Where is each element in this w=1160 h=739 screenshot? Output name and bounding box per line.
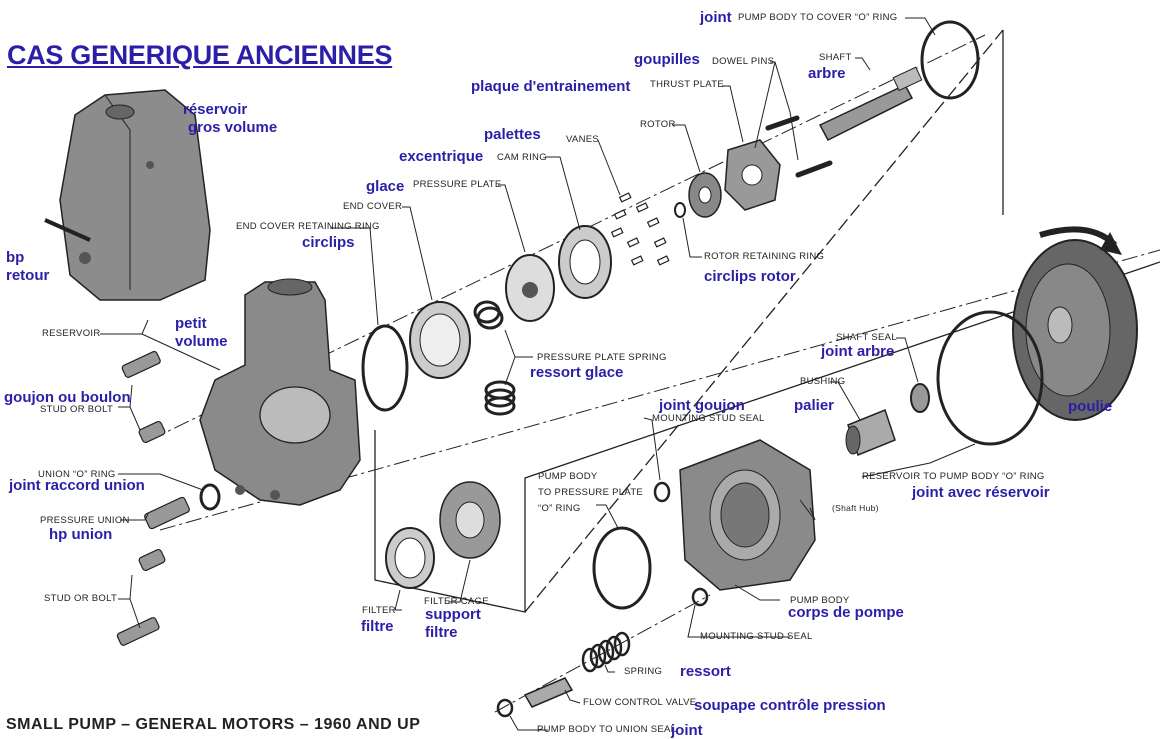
fr-joint-top: joint bbox=[700, 9, 732, 26]
figure-caption: SMALL PUMP – GENERAL MOTORS – 1960 AND U… bbox=[6, 716, 421, 733]
filter bbox=[385, 527, 435, 589]
fr-corps: corps de pompe bbox=[788, 604, 904, 621]
label-thrust-plate: THRUST PLATE bbox=[650, 79, 724, 90]
mounting-stud-seal-1 bbox=[653, 481, 671, 503]
union-o-ring bbox=[199, 483, 221, 511]
mounting-stud-seal-2 bbox=[691, 587, 709, 607]
label-mounting-stud-seal-2: MOUNTING STUD SEAL bbox=[700, 631, 813, 642]
end-cover bbox=[409, 301, 471, 379]
leader-lines bbox=[100, 17, 976, 731]
springs bbox=[473, 300, 516, 416]
fr-joint-reservoir: joint avec réservoir bbox=[912, 484, 1050, 501]
label-pump-body-pp-2: TO PRESSURE PLATE bbox=[538, 487, 644, 498]
fr-joint-raccord: joint raccord union bbox=[9, 477, 145, 494]
label-stud-or-bolt-2: STUD OR BOLT bbox=[44, 593, 118, 604]
fr-support: support bbox=[425, 606, 481, 623]
fr-joint-bottom: joint bbox=[671, 722, 703, 739]
cam-ring bbox=[558, 225, 612, 299]
fr-palettes: palettes bbox=[484, 126, 541, 143]
pulley bbox=[1012, 226, 1138, 421]
pressure-plate-o-ring bbox=[592, 526, 652, 610]
return-pipe bbox=[44, 218, 91, 242]
label-rotor-retaining-ring: ROTOR RETAINING RING bbox=[704, 251, 825, 262]
fr-filtre: filtre bbox=[361, 618, 394, 635]
small-reservoir bbox=[199, 278, 361, 506]
flow-spring bbox=[581, 631, 631, 673]
label-vanes: VANES bbox=[566, 134, 600, 145]
fr-petit: petit bbox=[175, 315, 207, 332]
fr-glace: glace bbox=[366, 178, 405, 195]
label-shaft-hub: (Shaft Hub) bbox=[832, 503, 879, 513]
label-reservoir: RESERVOIR bbox=[42, 328, 101, 339]
bushing bbox=[845, 409, 896, 456]
label-mounting-stud-seal-1: MOUNTING STUD SEAL bbox=[652, 413, 765, 424]
label-pressure-plate-spring: PRESSURE PLATE SPRING bbox=[537, 352, 667, 363]
fr-reservoir-2: gros volume bbox=[188, 119, 278, 136]
label-cover-o-ring: PUMP BODY TO COVER “O” RING bbox=[738, 12, 898, 23]
label-union-o-ring: UNION “O” RING bbox=[38, 469, 116, 480]
fr-reservoir-1: réservoir bbox=[183, 101, 248, 118]
fr-ressort-glace: ressort glace bbox=[530, 364, 624, 381]
rotor bbox=[688, 172, 722, 218]
filter-cage bbox=[439, 481, 501, 559]
pressure-plate bbox=[505, 254, 555, 322]
fr-excentrique: excentrique bbox=[399, 148, 484, 165]
label-end-cover: END COVER bbox=[343, 201, 403, 212]
label-dowel-pins: DOWEL PINS bbox=[712, 56, 775, 67]
label-filter: FILTER bbox=[362, 605, 396, 616]
dowel-pins bbox=[765, 115, 833, 178]
rotor-retaining-ring bbox=[674, 202, 686, 218]
union-seal bbox=[496, 698, 514, 718]
fr-plaque: plaque d'entrainement bbox=[471, 78, 631, 95]
fr-joint-goujon: joint goujon bbox=[659, 397, 745, 414]
thrust-plate bbox=[724, 139, 781, 211]
label-rotor: ROTOR bbox=[640, 119, 676, 130]
label-reservoir-to-pump-body-o-ring: RESERVOIR TO PUMP BODY “O” RING bbox=[862, 471, 1045, 482]
fr-retour: retour bbox=[6, 267, 50, 284]
fr-soupape: soupape contrôle pression bbox=[694, 697, 886, 714]
end-cover-retaining-ring bbox=[361, 324, 409, 412]
frame-lines bbox=[374, 29, 1160, 613]
label-pump-body-pp-3: “O” RING bbox=[538, 503, 581, 514]
vanes bbox=[610, 192, 670, 266]
label-pump-body-to-union-seal: PUMP BODY TO UNION SEAL bbox=[537, 724, 677, 735]
fr-circlips: circlips bbox=[302, 234, 355, 251]
fr-palier: palier bbox=[794, 397, 835, 414]
fr-goupilles: goupilles bbox=[634, 51, 700, 68]
fr-arbre: arbre bbox=[808, 65, 846, 82]
flow-control-valve bbox=[523, 677, 574, 708]
label-stud-or-bolt-1: STUD OR BOLT bbox=[40, 404, 114, 415]
label-pressure-union: PRESSURE UNION bbox=[40, 515, 130, 526]
fr-bp: bp bbox=[6, 249, 25, 266]
fr-hp-union: hp union bbox=[49, 526, 113, 543]
fr-circlips-rotor: circlips rotor bbox=[704, 268, 796, 285]
large-reservoir bbox=[59, 89, 211, 301]
label-cam-ring: CAM RING bbox=[497, 152, 547, 163]
fr-joint-arbre: joint arbre bbox=[821, 343, 895, 360]
label-shaft: SHAFT bbox=[819, 52, 852, 63]
label-pump-body: PUMP BODY bbox=[790, 595, 850, 606]
fr-goujon: goujon ou boulon bbox=[4, 389, 131, 406]
label-flow-control-valve: FLOW CONTROL VALVE bbox=[583, 697, 697, 708]
reservoir-to-pump-body-o-ring bbox=[936, 310, 1044, 446]
pump-body bbox=[679, 439, 816, 591]
fr-ressort: ressort bbox=[680, 663, 731, 680]
label-bushing: BUSHING bbox=[800, 376, 846, 387]
label-spring: SPRING bbox=[624, 666, 663, 677]
studs bbox=[116, 350, 190, 646]
page-title: CAS GENERIQUE ANCIENNES bbox=[7, 40, 393, 70]
label-end-cover-retaining-ring: END COVER RETAINING RING bbox=[236, 221, 380, 232]
cover-o-ring bbox=[920, 20, 980, 100]
fr-poulie: poulie bbox=[1068, 398, 1113, 415]
label-filter-cage: FILTER CAGE bbox=[424, 596, 489, 607]
label-pressure-plate: PRESSURE PLATE bbox=[413, 179, 502, 190]
label-pump-body-pp-1: PUMP BODY bbox=[538, 471, 598, 482]
fr-filtre-cage: filtre bbox=[425, 624, 458, 641]
fr-volume: volume bbox=[175, 333, 228, 350]
shaft-seal bbox=[910, 383, 930, 413]
shaft bbox=[818, 66, 923, 141]
label-shaft-seal: SHAFT SEAL bbox=[836, 332, 897, 343]
